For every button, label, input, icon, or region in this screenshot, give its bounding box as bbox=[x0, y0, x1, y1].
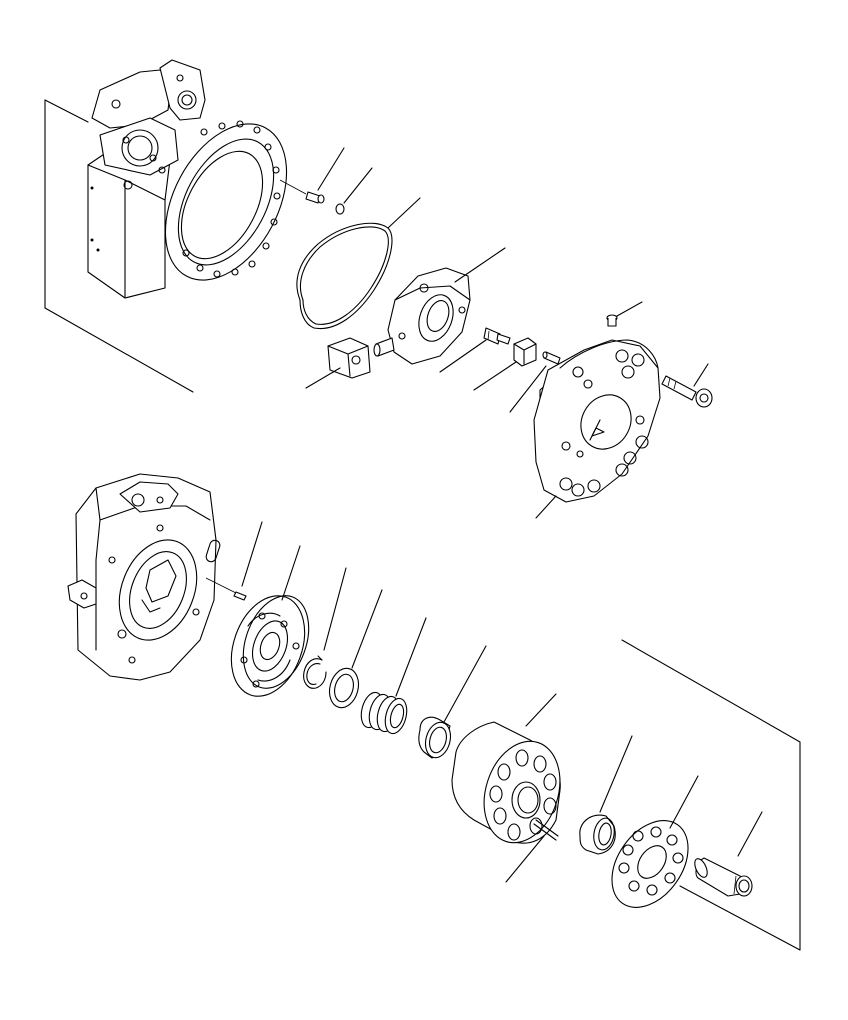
end-cover-bolt-holes bbox=[559, 349, 649, 497]
valve-plate bbox=[230, 545, 310, 697]
end-cover bbox=[533, 339, 661, 519]
flange-bolt-holes bbox=[182, 120, 281, 278]
cylinder-block bbox=[451, 693, 561, 844]
bolt bbox=[439, 327, 511, 373]
needle-pin bbox=[505, 819, 559, 883]
socket-bolt bbox=[661, 363, 713, 408]
cylinder-bores bbox=[489, 749, 557, 841]
valve-cover bbox=[67, 473, 221, 681]
bushing bbox=[418, 645, 487, 759]
large-o-ring bbox=[296, 197, 421, 330]
spherical-bushing bbox=[579, 735, 633, 855]
retainer-plate bbox=[611, 775, 699, 908]
bottom-group-bracket bbox=[621, 639, 801, 951]
swash-plate-support bbox=[373, 247, 506, 365]
spring bbox=[360, 617, 427, 735]
plug bbox=[606, 301, 643, 327]
stopper-block bbox=[305, 337, 371, 389]
snap-ring bbox=[303, 567, 347, 689]
small-o-ring bbox=[335, 167, 373, 215]
motor-case bbox=[87, 59, 288, 299]
pin bbox=[279, 147, 345, 204]
washer bbox=[328, 589, 383, 709]
pin-2 bbox=[205, 521, 263, 601]
retainer-holes bbox=[618, 826, 684, 896]
top-group-bracket bbox=[44, 99, 194, 393]
block bbox=[473, 337, 537, 391]
piston bbox=[694, 811, 763, 897]
